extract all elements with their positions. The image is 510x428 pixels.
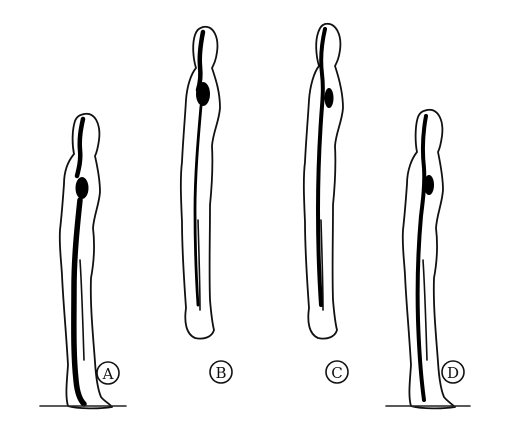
figure-a-spine-core bbox=[71, 197, 87, 407]
figure-d-spine-core bbox=[415, 114, 428, 402]
figure-a-leg-line bbox=[79, 259, 85, 361]
figure-d-body-outline bbox=[401, 108, 456, 410]
figure-d-label: D bbox=[447, 364, 459, 382]
figure-a-chest-mass bbox=[75, 177, 89, 199]
figure-b-label: B bbox=[215, 364, 226, 382]
figure-d: D bbox=[385, 108, 471, 410]
figure-c: C bbox=[302, 23, 349, 384]
figure-c-label-badge: C bbox=[325, 360, 349, 384]
figure-d-leg-line bbox=[422, 259, 428, 361]
figure-d-label-badge: D bbox=[441, 360, 465, 384]
figure-a-label: A bbox=[102, 365, 114, 383]
figure-b-leg-line bbox=[197, 219, 201, 311]
figure-b: B bbox=[179, 26, 233, 384]
figure-b-spine-core bbox=[193, 104, 203, 307]
figure-d-chest-mass bbox=[424, 175, 434, 195]
figure-a-label-badge: A bbox=[96, 361, 120, 385]
figure-c-chest-mass bbox=[324, 88, 334, 108]
figure-a: A bbox=[39, 112, 127, 410]
figure-b-body-outline bbox=[179, 26, 221, 340]
figure-c-label: C bbox=[331, 364, 342, 382]
figure-c-spine-core bbox=[316, 27, 327, 307]
figure-b-chest-mass bbox=[196, 82, 210, 106]
figure-c-body-outline bbox=[302, 23, 344, 340]
figure-a-head-core bbox=[74, 116, 86, 179]
figure-b-label-badge: B bbox=[209, 360, 233, 384]
figure-c-leg-line bbox=[320, 219, 324, 311]
